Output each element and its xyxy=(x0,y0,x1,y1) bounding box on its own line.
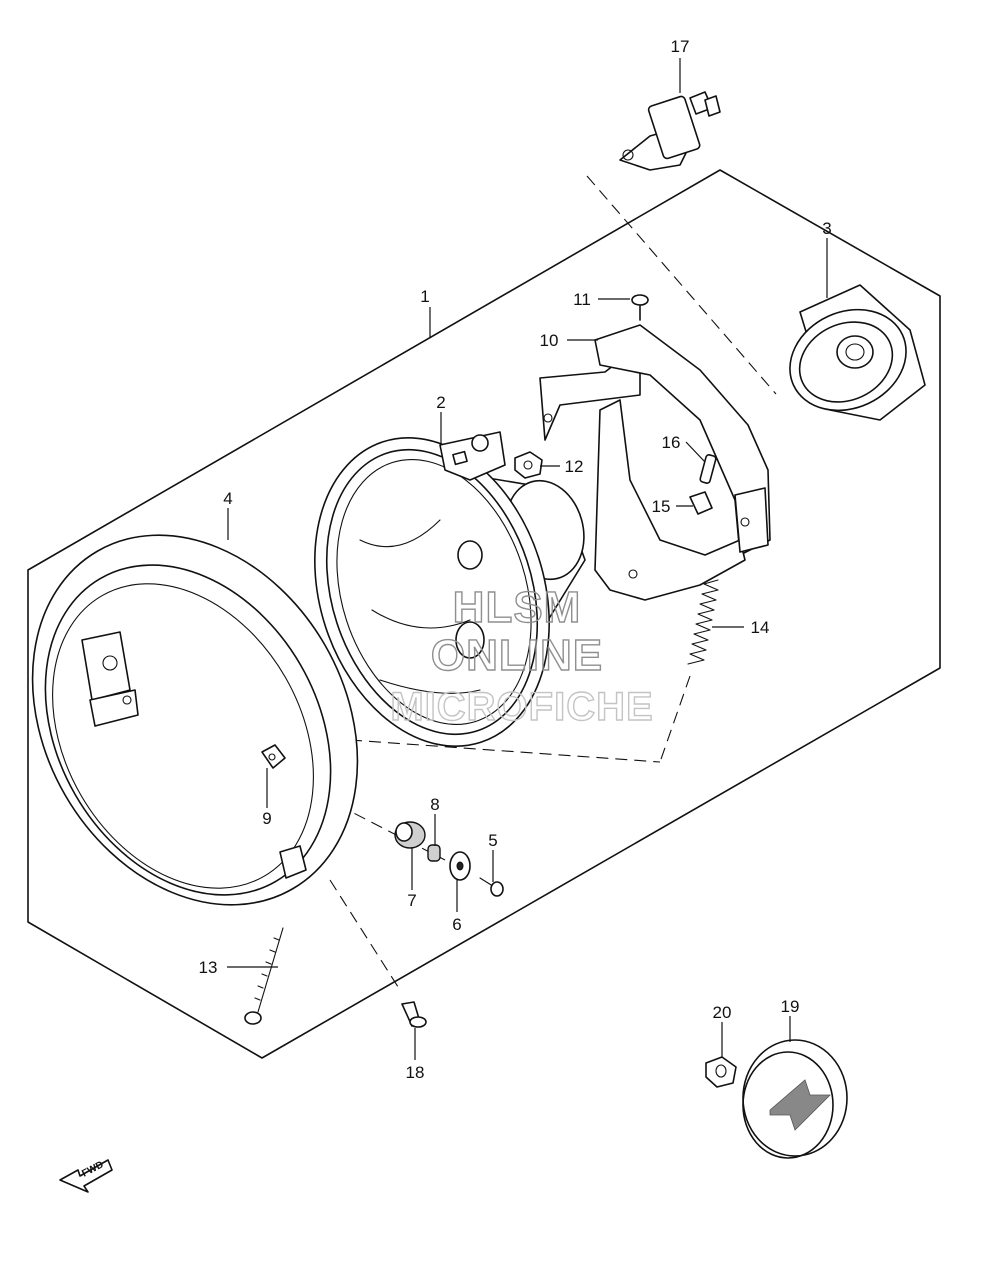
spring-14 xyxy=(687,579,719,665)
spacer-8 xyxy=(427,844,441,862)
emblem-19 xyxy=(742,1039,848,1159)
bulb xyxy=(619,91,721,171)
nut-9 xyxy=(261,744,286,769)
screw-5 xyxy=(479,877,504,897)
callout-11: 11 xyxy=(573,290,591,309)
socket-cover xyxy=(789,284,926,421)
callout-20: 20 xyxy=(713,1003,732,1022)
callout-12: 12 xyxy=(565,457,584,476)
callout-8: 8 xyxy=(430,795,439,814)
watermark-line-2: ONLINE xyxy=(431,631,603,680)
nut-20 xyxy=(705,1056,737,1088)
watermark-line-1: HLSM xyxy=(453,583,582,632)
headlight-unit xyxy=(314,431,586,748)
watermark: HLSM ONLINE MICROFICHE xyxy=(390,582,654,729)
washer-6 xyxy=(449,851,471,881)
watermark-line-3: MICROFICHE xyxy=(390,685,653,729)
callout-leaders xyxy=(227,58,828,1060)
screw-18 xyxy=(401,1001,427,1028)
adjusting-screw-13 xyxy=(244,927,284,1025)
callout-13: 13 xyxy=(199,958,218,977)
callout-17: 17 xyxy=(671,37,690,56)
callout-labels: 1 2 3 4 5 6 7 8 9 10 11 12 13 14 15 16 1… xyxy=(199,37,832,1082)
clamp-15 xyxy=(689,491,713,515)
callout-2: 2 xyxy=(436,393,445,412)
callout-9: 9 xyxy=(262,809,271,828)
assembly-outline-box xyxy=(27,169,941,1059)
callout-15: 15 xyxy=(652,497,671,516)
forward-direction-arrow: FWD xyxy=(59,1159,113,1193)
callout-4: 4 xyxy=(223,489,232,508)
callout-14: 14 xyxy=(751,618,770,637)
nut-12 xyxy=(514,451,543,479)
callout-7: 7 xyxy=(407,891,416,910)
callout-16: 16 xyxy=(662,433,681,452)
callout-5: 5 xyxy=(488,831,497,850)
screw-11 xyxy=(631,294,649,321)
headlight-housing xyxy=(31,534,359,906)
cushion-16 xyxy=(699,454,717,484)
callout-10: 10 xyxy=(540,331,559,350)
bracket xyxy=(539,324,771,601)
callout-18: 18 xyxy=(406,1063,425,1082)
callout-6: 6 xyxy=(452,915,461,934)
callout-3: 3 xyxy=(822,219,831,238)
callout-19: 19 xyxy=(781,997,800,1016)
callout-1: 1 xyxy=(420,287,429,306)
cushion-7 xyxy=(394,821,426,849)
